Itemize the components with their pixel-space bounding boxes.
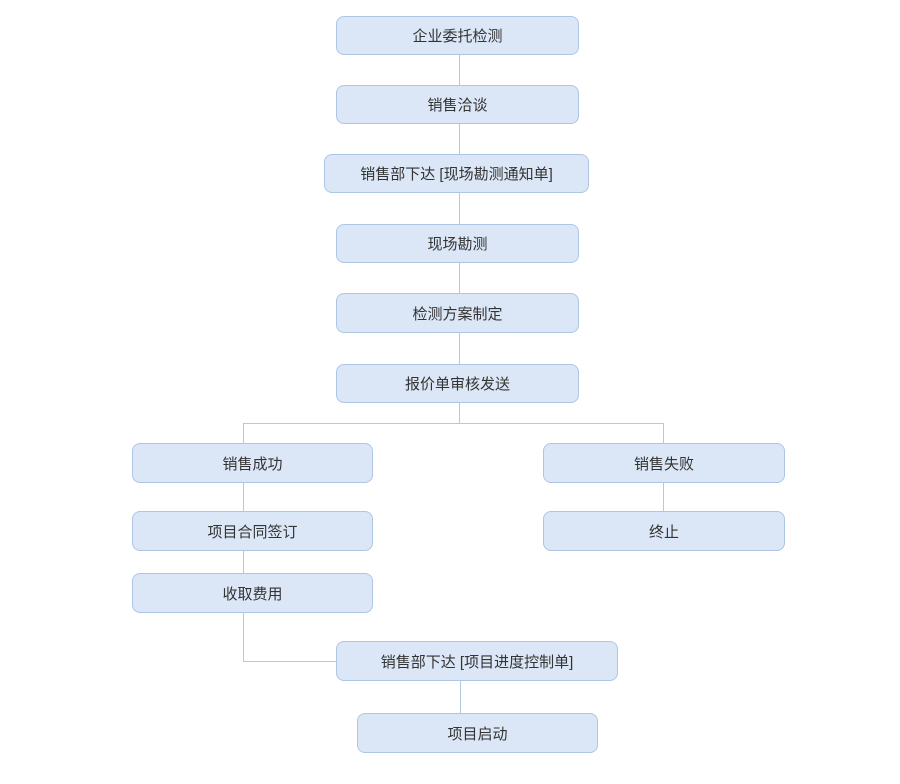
- connector-branch-to-success: [243, 423, 244, 443]
- connector-failure-to-terminate: [663, 483, 664, 511]
- node-label: 项目启动: [447, 725, 508, 743]
- connector-branch-to-failure: [663, 423, 664, 443]
- node-label: 销售成功: [222, 455, 283, 473]
- flow-node-progress-control: 销售部下达 [项目进度控制单]: [336, 641, 618, 681]
- flow-node-sales-failure: 销售失败: [543, 443, 785, 483]
- node-label: 销售部下达 [项目进度控制单]: [380, 653, 574, 671]
- flow-node-sales-success: 销售成功: [132, 443, 373, 483]
- node-label: 检测方案制定: [412, 305, 503, 323]
- connector-progress-to-launch: [460, 681, 461, 713]
- connector-branch-horizontal: [243, 423, 664, 424]
- connector-survey-to-plan: [459, 263, 460, 293]
- connector-quotation-to-branch: [459, 403, 460, 424]
- flow-node-fee-collect: 收取费用: [132, 573, 373, 613]
- node-label: 项目合同签订: [207, 523, 298, 541]
- node-label: 销售部下达 [现场勘测通知单]: [360, 166, 553, 183]
- connector-talk-to-notice: [459, 124, 460, 154]
- flow-node-sales-talk: 销售洽谈: [336, 85, 579, 124]
- node-label: 终止: [648, 523, 679, 541]
- flow-node-site-survey: 现场勘测: [336, 224, 579, 263]
- flow-node-project-launch: 项目启动: [357, 713, 598, 753]
- connector-fee-down: [243, 613, 244, 662]
- flow-node-test-plan: 检测方案制定: [336, 293, 579, 333]
- node-label: 销售洽谈: [427, 97, 488, 114]
- node-label: 企业委托检测: [412, 28, 503, 45]
- flow-node-entrust-test: 企业委托检测: [336, 16, 579, 55]
- node-label: 现场勘测: [427, 236, 488, 253]
- node-label: 销售失败: [633, 455, 694, 473]
- flow-node-survey-notice: 销售部下达 [现场勘测通知单]: [324, 154, 589, 193]
- node-label: 报价单审核发送: [404, 376, 510, 393]
- flow-node-contract-sign: 项目合同签订: [132, 511, 373, 551]
- flow-node-terminate: 终止: [543, 511, 785, 551]
- connector-fee-to-progress: [243, 661, 336, 662]
- connector-notice-to-survey: [459, 193, 460, 224]
- connector-contract-to-fee: [243, 551, 244, 573]
- connector-success-to-contract: [243, 483, 244, 511]
- connector-entrust-to-talk: [459, 55, 460, 85]
- flow-node-quotation-send: 报价单审核发送: [336, 364, 579, 403]
- connector-plan-to-quotation: [459, 333, 460, 364]
- node-label: 收取费用: [222, 585, 283, 603]
